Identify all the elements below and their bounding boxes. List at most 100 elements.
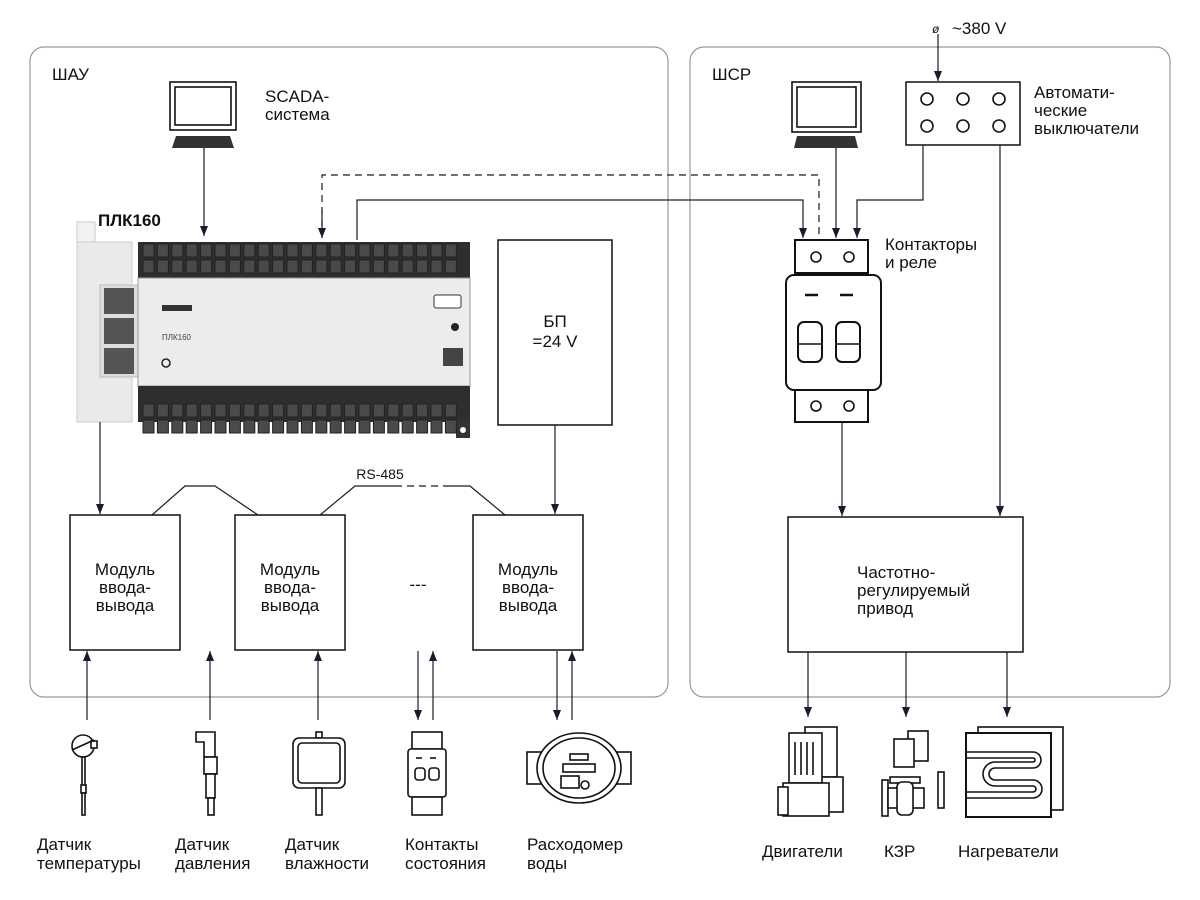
terminal-screw bbox=[243, 419, 256, 434]
terminal-screw bbox=[214, 419, 227, 434]
vfd-box bbox=[787, 516, 1024, 653]
terminal-screw bbox=[372, 243, 385, 258]
terminal-screw bbox=[156, 243, 169, 258]
terminal-screw bbox=[200, 259, 213, 274]
terminal-screw bbox=[272, 259, 285, 274]
terminal-screw bbox=[286, 419, 299, 434]
terminal-screw bbox=[387, 403, 400, 418]
terminal-screw bbox=[416, 403, 429, 418]
terminal-screw bbox=[372, 259, 385, 274]
supply-label: ~380 V bbox=[952, 19, 1007, 38]
terminal-screw bbox=[430, 403, 443, 418]
terminal-screw bbox=[387, 243, 400, 258]
circuit-breakers bbox=[905, 81, 1021, 146]
terminal-screw bbox=[300, 243, 313, 258]
terminal-screw bbox=[315, 259, 328, 274]
terminal-screw bbox=[200, 243, 213, 258]
terminal-screw bbox=[142, 419, 155, 434]
terminal-screw bbox=[444, 243, 457, 258]
terminal-screw bbox=[286, 259, 299, 274]
terminal-screw bbox=[358, 419, 371, 434]
terminal-screw bbox=[228, 403, 241, 418]
terminal-screw bbox=[257, 419, 270, 434]
plc-body-label: ПЛК160 bbox=[162, 333, 192, 342]
contacts-icon bbox=[407, 731, 447, 816]
terminal-screw bbox=[286, 403, 299, 418]
terminal-screw bbox=[300, 259, 313, 274]
terminal-screw bbox=[444, 419, 457, 434]
terminal-screw bbox=[401, 419, 414, 434]
power-supply-box bbox=[497, 239, 613, 426]
terminal-screw bbox=[272, 243, 285, 258]
terminal-screw bbox=[185, 419, 198, 434]
terminal-screw bbox=[185, 259, 198, 274]
terminal-screw bbox=[444, 259, 457, 274]
terminal-screw bbox=[171, 403, 184, 418]
rs485-label: RS-485 bbox=[356, 466, 404, 482]
terminal-screw bbox=[200, 419, 213, 434]
heater-icon bbox=[965, 726, 1064, 818]
terminal-screw bbox=[401, 243, 414, 258]
terminal-screw bbox=[344, 419, 357, 434]
terminal-screw bbox=[142, 259, 155, 274]
terminal-screw bbox=[329, 243, 342, 258]
pressure-sensor-icon bbox=[195, 731, 218, 816]
terminal-screw bbox=[358, 259, 371, 274]
terminal-screw bbox=[272, 403, 285, 418]
plc-title: ПЛК160 bbox=[98, 211, 161, 230]
terminal-screw bbox=[243, 403, 256, 418]
rs485-link bbox=[319, 485, 395, 516]
terminal-screw bbox=[171, 419, 184, 434]
terminal-screw bbox=[272, 419, 285, 434]
computer-icon bbox=[169, 81, 237, 148]
terminal-screw bbox=[156, 259, 169, 274]
terminal-screw bbox=[185, 403, 198, 418]
valve-icon bbox=[881, 730, 945, 817]
breaker-to-contactor-link bbox=[853, 145, 924, 238]
terminal-screw bbox=[257, 259, 270, 274]
terminal-screw bbox=[286, 243, 299, 258]
terminal-screw bbox=[142, 403, 155, 418]
terminal-screw bbox=[344, 403, 357, 418]
terminal-screw bbox=[257, 403, 270, 418]
terminal-screw bbox=[243, 259, 256, 274]
flowmeter-icon bbox=[526, 732, 632, 804]
terminal-screw bbox=[171, 243, 184, 258]
plc-terminals bbox=[142, 243, 457, 434]
terminal-screw bbox=[387, 419, 400, 434]
field-arrows bbox=[83, 651, 576, 720]
contactor-icon bbox=[785, 239, 882, 423]
terminal-screw bbox=[344, 243, 357, 258]
terminal-screw bbox=[185, 243, 198, 258]
terminal-screw bbox=[315, 403, 328, 418]
terminal-screw bbox=[430, 243, 443, 258]
dashed-link bbox=[321, 174, 820, 238]
terminal-screw bbox=[416, 259, 429, 274]
motor-pump-icon bbox=[777, 726, 844, 817]
terminal-screw bbox=[156, 419, 169, 434]
terminal-screw bbox=[228, 419, 241, 434]
terminal-screw bbox=[214, 259, 227, 274]
panel-shau bbox=[29, 46, 669, 698]
terminal-screw bbox=[315, 243, 328, 258]
panel-shsr bbox=[689, 46, 1171, 698]
actuator-label: КЗР bbox=[884, 842, 915, 861]
terminal-screw bbox=[372, 403, 385, 418]
terminal-screw bbox=[228, 259, 241, 274]
terminal-screw bbox=[358, 243, 371, 258]
computer-icon bbox=[791, 81, 862, 148]
more-modules-ellipsis: --- bbox=[410, 575, 427, 594]
terminal-screw bbox=[200, 403, 213, 418]
